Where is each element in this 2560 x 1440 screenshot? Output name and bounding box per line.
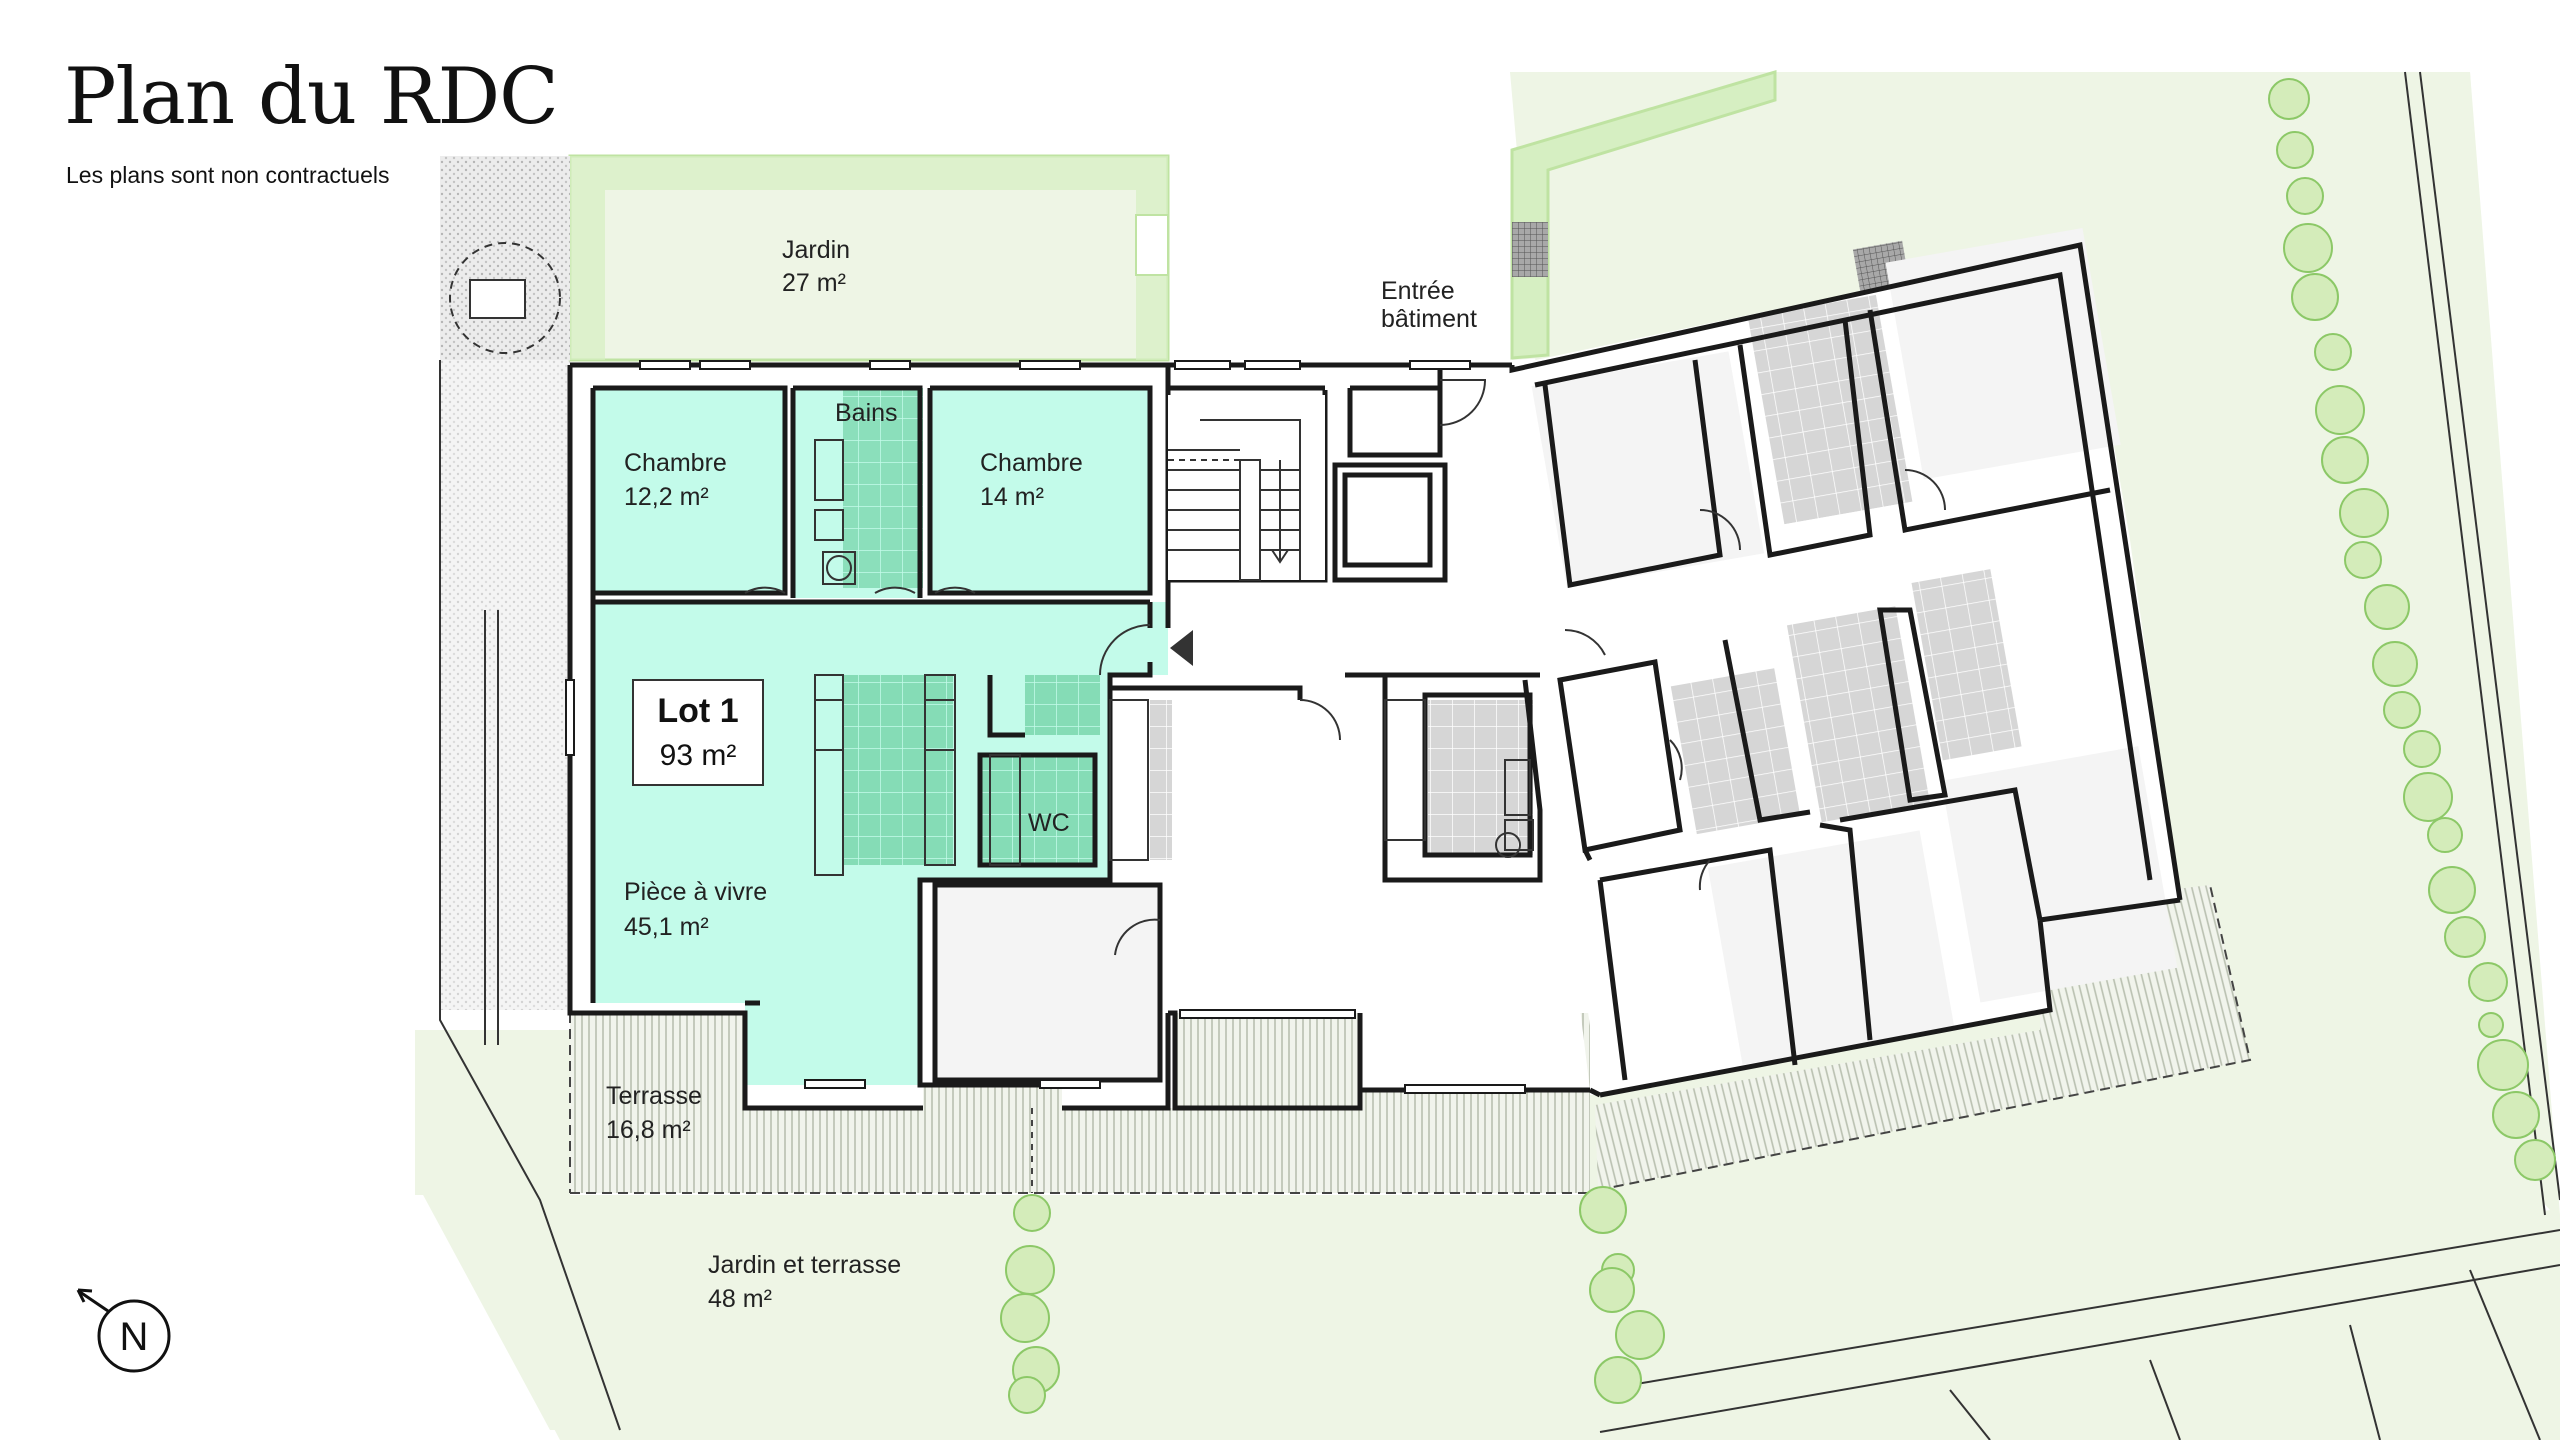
chambre2-name: Chambre bbox=[980, 449, 1083, 477]
door-swings bbox=[744, 379, 1946, 956]
entree-line1: Entrée bbox=[1381, 277, 1455, 305]
entrance-marker bbox=[1170, 630, 1193, 666]
terrasse-name: Terrasse bbox=[606, 1082, 702, 1110]
piece-name: Pièce à vivre bbox=[624, 878, 767, 906]
room-labels: Jardin 27 m² Entrée bâtiment Chambre 12,… bbox=[606, 236, 1477, 1313]
chambre1-name: Chambre bbox=[624, 449, 727, 477]
compass-letter: N bbox=[120, 1315, 149, 1359]
trees bbox=[1000, 78, 2556, 1414]
jardin-top-area: 27 m² bbox=[782, 269, 846, 297]
jardin-terrasse-area: 48 m² bbox=[708, 1285, 772, 1313]
jardin-terrasse-name: Jardin et terrasse bbox=[708, 1251, 901, 1279]
bains-name: Bains bbox=[835, 399, 898, 427]
wc-name: WC bbox=[1028, 809, 1070, 837]
lot-area: 93 m² bbox=[660, 739, 737, 772]
piece-area: 45,1 m² bbox=[624, 913, 709, 941]
garden-top bbox=[568, 154, 1170, 362]
garden-right bbox=[1510, 69, 2400, 360]
entree-line2: bâtiment bbox=[1381, 305, 1477, 333]
north-compass: N bbox=[76, 1288, 171, 1373]
site-boundary bbox=[439, 71, 2560, 1440]
page-subtitle: Les plans sont non contractuels bbox=[66, 162, 390, 188]
gravel-strip bbox=[440, 156, 570, 1010]
page-title: Plan du RDC bbox=[64, 52, 559, 142]
chambre1-area: 12,2 m² bbox=[624, 483, 709, 511]
walls-right bbox=[1509, 241, 2183, 1098]
jardin-top-name: Jardin bbox=[782, 236, 850, 264]
north-arrow-icon bbox=[79, 1290, 109, 1313]
chambre2-area: 14 m² bbox=[980, 483, 1044, 511]
terrasse-area: 16,8 m² bbox=[606, 1116, 691, 1144]
lot-name: Lot 1 bbox=[657, 692, 738, 730]
windows bbox=[565, 360, 1526, 1094]
furniture bbox=[814, 439, 1534, 876]
grey-rooms bbox=[935, 227, 2178, 1080]
staircase bbox=[1168, 395, 1325, 581]
lot-label: Lot 1 93 m² bbox=[632, 679, 764, 786]
